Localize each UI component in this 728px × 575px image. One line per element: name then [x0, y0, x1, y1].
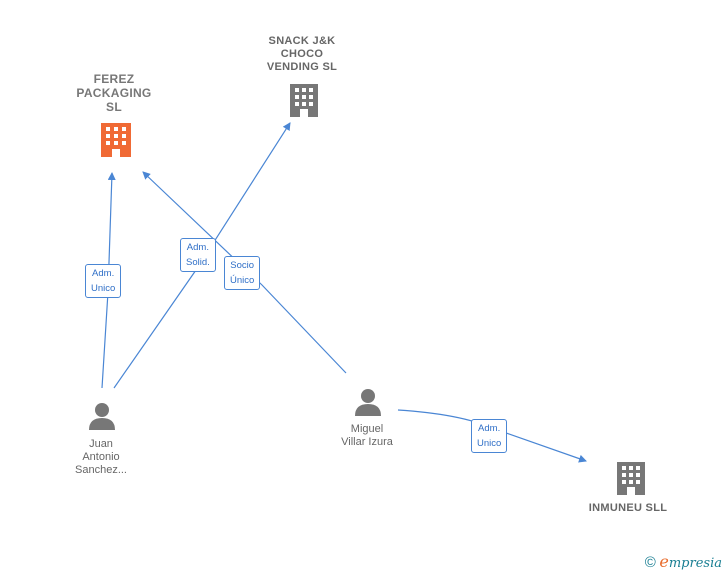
company-name-snack[interactable]: SNACK J&K CHOCO VENDING SL [266, 35, 338, 73]
brand-name: mpresia [668, 556, 722, 571]
edge-label-miguel-ferez: Socio Único [224, 256, 261, 290]
edge-label-juan-snack: Adm. Solid. [180, 238, 216, 272]
person-icon[interactable] [89, 403, 115, 430]
building-icon[interactable] [617, 462, 645, 495]
edge-miguel-ferez[interactable] [142, 171, 347, 374]
person-name-juan[interactable]: Juan Antonio Sanchez... [75, 438, 127, 476]
copyright-icon: © [644, 554, 656, 571]
edge-label-juan-ferez: Adm. Unico [85, 264, 122, 298]
brand-initial: e [659, 552, 669, 571]
building-icon[interactable] [101, 123, 131, 157]
edge-label-miguel-inmuneu: Adm. Unico [471, 419, 508, 453]
person-name-miguel[interactable]: Miguel Villar Izura [341, 423, 393, 448]
building-icon[interactable] [290, 84, 318, 117]
company-name-ferez[interactable]: FEREZ PACKAGING SL [76, 72, 152, 114]
company-name-inmuneu[interactable]: INMUNEU SLL [588, 502, 668, 514]
brand-logo[interactable]: © empresia [645, 552, 722, 571]
person-icon[interactable] [355, 389, 381, 416]
